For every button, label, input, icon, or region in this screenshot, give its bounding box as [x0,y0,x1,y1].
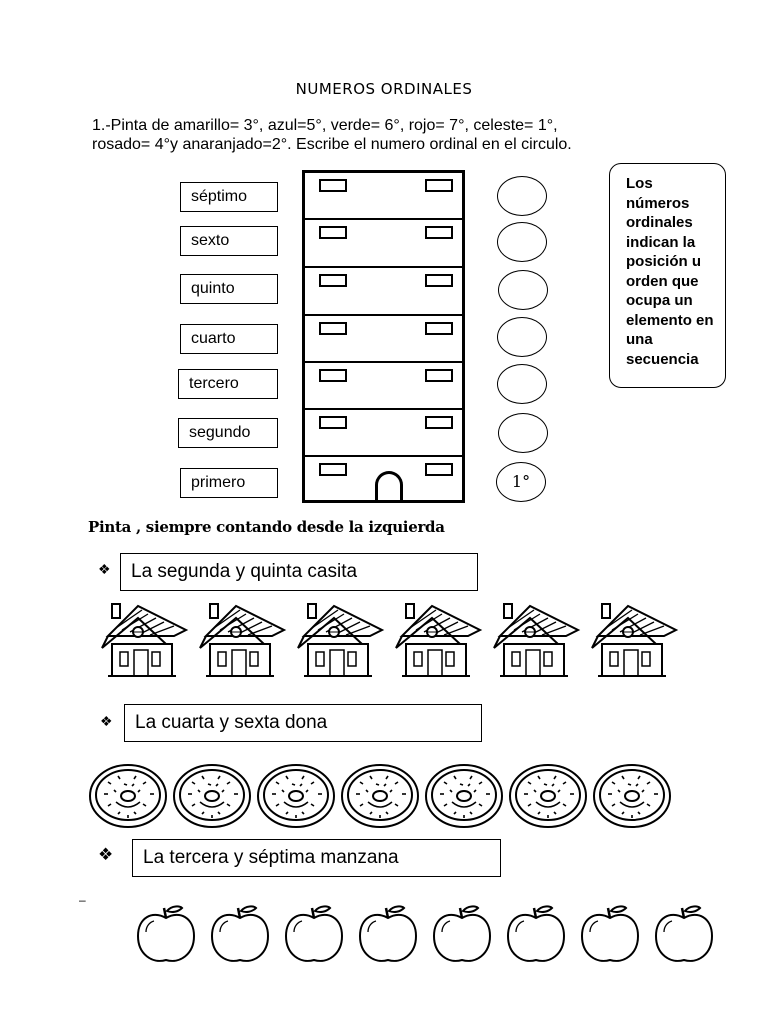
donut-7[interactable] [592,762,672,835]
house-icon [395,603,483,677]
apple-icon [580,905,640,962]
answer-circle-4[interactable] [497,317,547,357]
answer-circle-3[interactable] [497,364,547,404]
answer-circle-6[interactable] [497,222,547,262]
floor-6[interactable] [305,220,462,268]
apple-3[interactable] [282,902,346,971]
house-icon [297,603,385,677]
section-subtitle: Pinta , siempre contando desde la izquie… [88,518,445,536]
window-icon [425,416,453,429]
house-4[interactable] [388,600,484,685]
apple-7[interactable] [578,902,642,971]
window-icon [425,274,453,287]
house-3[interactable] [290,600,386,685]
ordinal-label-sexto: sexto [180,226,278,256]
donut-2[interactable] [172,762,252,835]
house-icon [199,603,287,677]
floor-7[interactable] [305,173,462,220]
bullet-icon: ❖ [98,845,114,864]
ordinal-label-septimo: séptimo [180,182,278,212]
floor-5[interactable] [305,268,462,316]
donut-icon [89,764,167,828]
ordinal-label-segundo: segundo [178,418,278,448]
definition-note: Los números ordinales indican la posició… [609,163,726,388]
instruction-line-1: 1.-Pinta de amarillo= 3°, azul=5°, verde… [92,117,558,134]
answer-circle-1[interactable]: 1° [496,462,546,502]
apple-8[interactable] [652,902,716,971]
ordinal-label-cuarto: cuarto [180,324,278,354]
answer-circle-2[interactable] [498,413,548,453]
task-houses: La segunda y quinta casita [120,553,478,591]
window-icon [425,463,453,476]
window-icon [425,226,453,239]
house-icon [591,603,679,677]
apple-icon [432,905,492,962]
apple-6[interactable] [504,902,568,971]
stray-dash: – [79,893,86,907]
window-icon [319,463,347,476]
ordinal-label-tercero: tercero [178,369,278,399]
window-icon [319,369,347,382]
ordinal-label-primero: primero [180,468,278,498]
donut-icon [341,764,419,828]
apple-icon [210,905,270,962]
door-icon [375,471,403,503]
instructions: 1.-Pinta de amarillo= 3°, azul=5°, verde… [92,116,672,154]
house-6[interactable] [584,600,680,685]
apple-1[interactable] [134,902,198,971]
floor-2[interactable] [305,410,462,457]
floor-1[interactable] [305,457,462,503]
window-icon [319,274,347,287]
ordinal-label-quinto: quinto [180,274,278,304]
donut-icon [593,764,671,828]
house-icon [493,603,581,677]
floor-3[interactable] [305,363,462,410]
window-icon [425,322,453,335]
bullet-icon: ❖ [98,561,111,577]
donut-1[interactable] [88,762,168,835]
window-icon [319,322,347,335]
building[interactable] [302,170,465,503]
apple-icon [284,905,344,962]
apple-4[interactable] [356,902,420,971]
instruction-line-2: rosado= 4°y anaranjado=2°. Escribe el nu… [92,136,572,153]
window-icon [319,226,347,239]
donut-icon [509,764,587,828]
apple-icon [358,905,418,962]
task-donuts: La cuarta y sexta dona [124,704,482,742]
apple-icon [136,905,196,962]
answer-circle-7[interactable] [497,176,547,216]
apple-2[interactable] [208,902,272,971]
apple-icon [654,905,714,962]
answer-circle-5[interactable] [498,270,548,310]
window-icon [425,179,453,192]
house-1[interactable] [94,600,190,685]
donut-6[interactable] [508,762,588,835]
task-apples: La tercera y séptima manzana [132,839,501,877]
donut-icon [425,764,503,828]
window-icon [319,416,347,429]
floor-4[interactable] [305,316,462,363]
house-5[interactable] [486,600,582,685]
donut-4[interactable] [340,762,420,835]
apple-5[interactable] [430,902,494,971]
donut-5[interactable] [424,762,504,835]
house-2[interactable] [192,600,288,685]
donut-icon [257,764,335,828]
bullet-icon: ❖ [100,713,113,729]
house-icon [101,603,189,677]
apple-icon [506,905,566,962]
donut-icon [173,764,251,828]
window-icon [319,179,347,192]
page-title: NUMEROS ORDINALES [295,80,473,98]
window-icon [425,369,453,382]
donut-3[interactable] [256,762,336,835]
